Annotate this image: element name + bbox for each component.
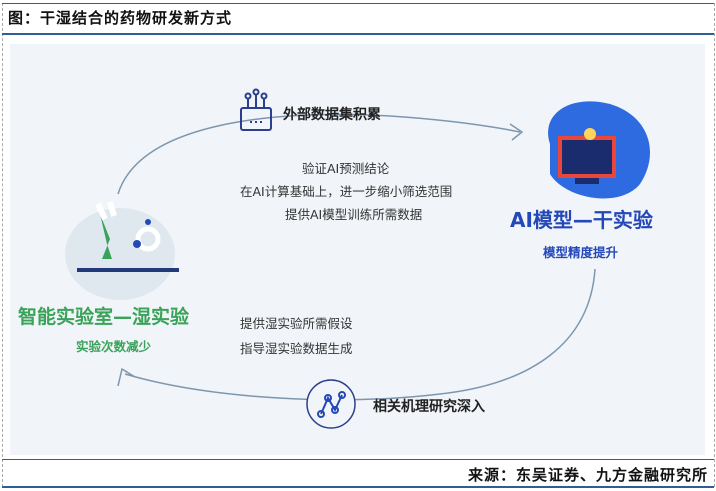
top-note-2: 在AI计算基础上，进一步缩小筛选范围 — [240, 184, 453, 199]
lab-background — [65, 208, 175, 300]
lab-icon — [77, 201, 179, 272]
arrow-left-head — [117, 367, 136, 387]
diagram: 外部数据集积累 验证AI预测结论 在AI计算基础上，进一步缩小筛选范围 提供AI… — [10, 44, 705, 455]
top-note-3: 提供AI模型训练所需数据 — [285, 207, 423, 222]
bottom-note-1: 提供湿实验所需假设 — [240, 316, 353, 331]
data-hub-icon — [240, 88, 272, 131]
bottom-rule — [2, 486, 714, 488]
figure-title: 图：干湿结合的药物研发新方式 — [8, 9, 233, 27]
arrow-top — [117, 113, 521, 195]
source-note: 来源：东吴证券、九方金融研究所 — [467, 466, 708, 484]
cycle-arrows — [65, 88, 650, 429]
top-node-label: 外部数据集积累 — [283, 107, 381, 123]
right-node-subtitle: 模型精度提升 — [543, 245, 619, 260]
left-node-title: 智能实验室—湿实验 — [18, 306, 190, 328]
title-rule — [2, 33, 714, 35]
figure-frame — [2, 3, 715, 487]
left-node-subtitle: 实验次数减少 — [76, 339, 152, 354]
arrow-right-bottom — [124, 268, 596, 401]
computer-icon — [548, 101, 650, 199]
arrow-top-head — [509, 123, 524, 141]
top-rule — [2, 3, 714, 4]
bottom-node-label: 相关机理研究深入 — [373, 399, 485, 415]
network-graph-icon — [306, 379, 356, 429]
right-node-title: AI模型—干实验 — [510, 208, 653, 232]
bottom-note-2: 指导湿实验数据生成 — [240, 341, 353, 356]
top-note-1: 验证AI预测结论 — [302, 161, 390, 176]
footer-rule — [2, 459, 714, 460]
